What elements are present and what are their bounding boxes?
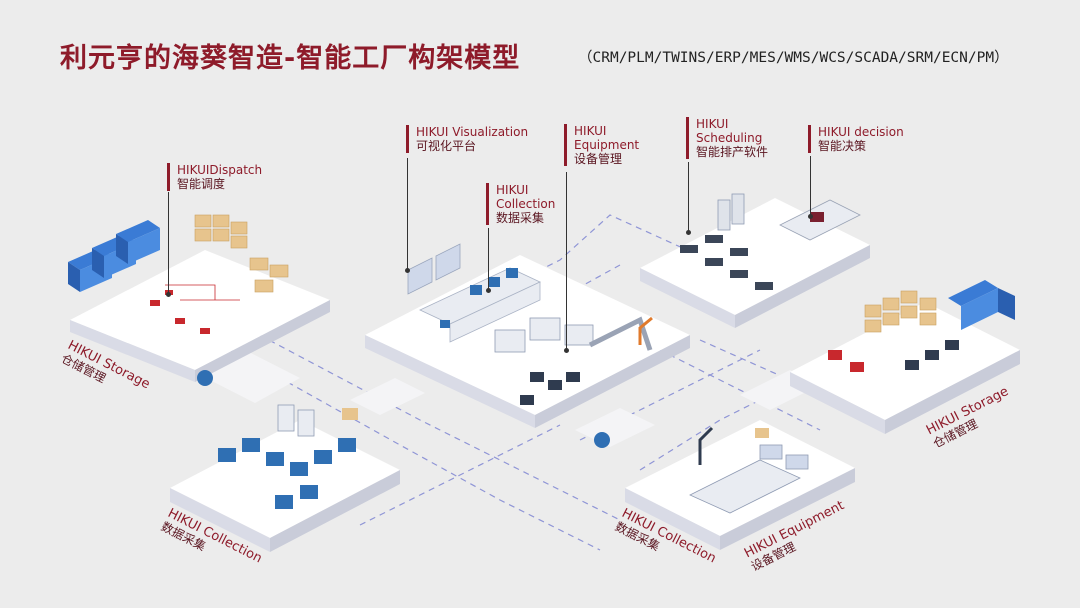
- truck-icon: [948, 280, 1015, 330]
- callout-equipment-en2: Equipment: [574, 138, 640, 152]
- platform-storage-left: [68, 214, 330, 386]
- assembly-stations: [759, 444, 809, 470]
- cargo-box: [755, 428, 769, 438]
- callout-equipment-en: HIKUI: [574, 124, 607, 138]
- server-cabinets: [277, 404, 315, 437]
- platform-scheduling-office: [640, 193, 870, 328]
- production-line: [419, 267, 541, 343]
- equipment-pin-line: [566, 172, 567, 350]
- platform-equipment-right: [625, 420, 855, 550]
- collection-pin-dot: [486, 288, 491, 293]
- callout-scheduling: HIKUI Scheduling 智能排产软件: [686, 117, 768, 159]
- agv-robots: [828, 350, 864, 372]
- callout-visualization: HIKUI Visualization 可视化平台: [406, 125, 528, 153]
- dispatch-pin-dot: [166, 292, 171, 297]
- visualization-pin-line: [407, 158, 408, 270]
- scheduling-pin-dot: [686, 230, 691, 235]
- decision-pin-line: [810, 156, 811, 216]
- dispatch-pin-line: [168, 192, 169, 294]
- platform-storage-right: [790, 280, 1020, 434]
- collection-pin-line: [488, 228, 489, 290]
- visualization-pin-dot: [405, 268, 410, 273]
- agv-icon: [594, 432, 610, 448]
- callout-visualization-en: HIKUI Visualization: [416, 125, 529, 139]
- workstations: [520, 372, 580, 405]
- decision-pin-dot: [808, 214, 813, 219]
- dashboard-screens: [407, 243, 461, 295]
- cargo-shelves: [864, 290, 937, 333]
- callout-scheduling-en: HIKUI: [696, 117, 729, 131]
- callout-decision: HIKUI decision 智能决策: [808, 125, 904, 153]
- callout-collection: HIKUI Collection 数据采集: [486, 183, 555, 225]
- scheduling-pin-line: [688, 162, 689, 232]
- system-list-subtitle: （CRM/PLM/TWINS/ERP/MES/WMS/WCS/SCADA/SRM…: [578, 50, 1009, 66]
- callout-visualization-zh: 可视化平台: [416, 139, 477, 153]
- workstations: [905, 340, 959, 370]
- callout-decision-zh: 智能决策: [818, 139, 867, 153]
- callout-equipment: HIKUI Equipment 设备管理: [564, 124, 639, 166]
- platform-collection-left: [170, 404, 400, 552]
- callout-scheduling-en2: Scheduling: [696, 131, 763, 145]
- assembly-units: [494, 317, 594, 353]
- callout-dispatch-zh: 智能调度: [177, 177, 226, 191]
- callout-dispatch: HIKUIDispatch 智能调度: [167, 163, 262, 191]
- server-racks: [717, 193, 745, 231]
- robot-arm-icon: [638, 316, 653, 345]
- agv-icon: [197, 370, 213, 386]
- callout-equipment-zh: 设备管理: [574, 152, 623, 166]
- office-desks: [680, 235, 773, 290]
- callout-dispatch-en: HIKUIDispatch: [177, 163, 263, 177]
- callout-scheduling-zh: 智能排产软件: [696, 145, 769, 159]
- callout-collection-zh: 数据采集: [496, 211, 545, 225]
- equipment-pin-dot: [564, 348, 569, 353]
- cargo-box: [342, 408, 358, 420]
- cnc-machines: [218, 438, 356, 509]
- callout-decision-en: HIKUI decision: [818, 125, 904, 139]
- inspection-line: [689, 459, 801, 514]
- cargo-shelves: [194, 214, 289, 293]
- callout-collection-en: HIKUI: [496, 183, 529, 197]
- callout-collection-en2: Collection: [496, 197, 556, 211]
- page-title: 利元亨的海葵智造-智能工厂构架模型: [60, 43, 521, 74]
- platform-production-center: [365, 243, 690, 448]
- machines: [440, 268, 518, 328]
- truck-icon: [116, 220, 160, 264]
- conveyor: [588, 316, 653, 351]
